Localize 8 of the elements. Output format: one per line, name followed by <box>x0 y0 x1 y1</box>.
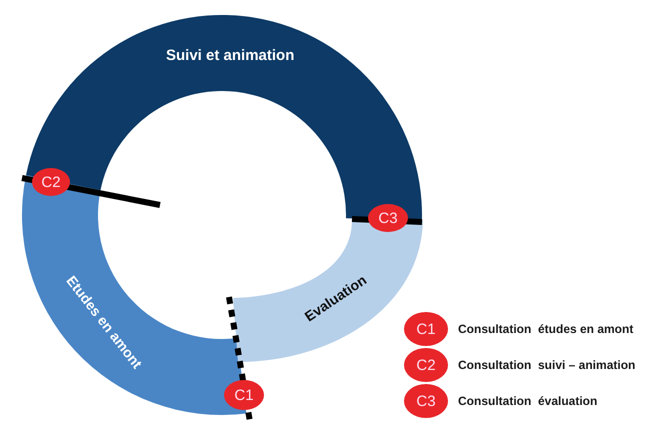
legend-label: Consultation suivi – animation <box>458 358 636 372</box>
legend-label: Consultation évaluation <box>458 394 598 408</box>
legend-label: Consultation études en amont <box>458 322 634 336</box>
legend-marker: C3 <box>404 384 448 418</box>
legend-marker: C1 <box>404 312 448 346</box>
legend-marker: C2 <box>404 348 448 382</box>
consultation-marker: C1 <box>224 380 264 410</box>
segment-label: Suivi et animation <box>166 46 294 64</box>
